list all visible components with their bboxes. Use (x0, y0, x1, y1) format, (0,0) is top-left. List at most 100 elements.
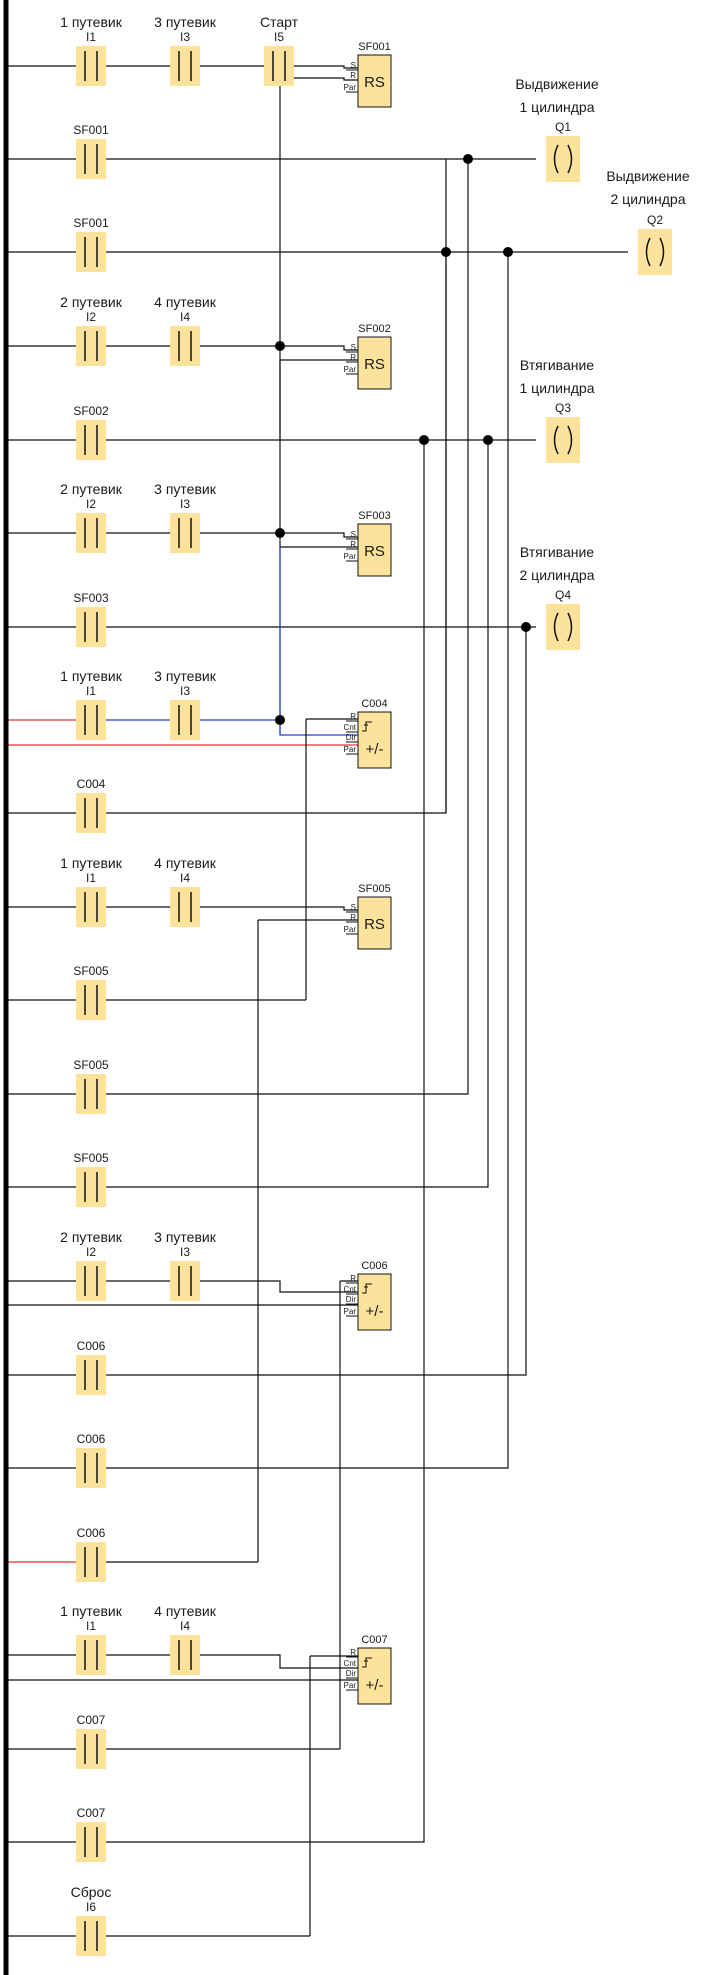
contact-label: 4 путевик (154, 1603, 217, 1619)
contact-c5[interactable]: SF001 (73, 216, 109, 272)
contact-c14[interactable]: C004 (76, 777, 106, 833)
contact-address: I2 (86, 1245, 96, 1259)
contact-box (76, 700, 106, 740)
contact-address: I4 (180, 310, 190, 324)
block-symbol: +/- (366, 741, 384, 758)
pin-label: Par (344, 83, 357, 92)
pin-label: Par (344, 365, 357, 374)
contact-c27[interactable]: C007 (76, 1713, 106, 1769)
contact-box (170, 1261, 200, 1301)
contact-address: SF005 (73, 1058, 109, 1072)
pin-label: R (350, 712, 356, 721)
contact-box (76, 326, 106, 366)
block-body (357, 54, 392, 108)
contact-c23[interactable]: C006 (76, 1432, 106, 1488)
coil-box (546, 604, 580, 650)
contact-c11[interactable]: SF003 (73, 591, 109, 647)
coil-label-line1: Втягивание (520, 357, 594, 373)
junction-dot (275, 341, 285, 351)
contact-address: I3 (180, 684, 190, 698)
contact-label: 2 путевик (60, 1229, 123, 1245)
contact-box (76, 1261, 106, 1301)
contact-address: SF005 (73, 964, 109, 978)
block-symbol: RS (364, 543, 385, 560)
contact-label: Старт (260, 14, 299, 30)
pin-label: R (350, 71, 356, 80)
contact-c17[interactable]: SF005 (73, 964, 109, 1020)
coil-right-arc (567, 612, 573, 642)
coil-label-line1: Выдвижение (606, 168, 690, 184)
contact-c4[interactable]: SF001 (73, 123, 109, 179)
pin-label: Dir (346, 1295, 357, 1304)
contact-label: 4 путевик (154, 294, 217, 310)
contact-address: C007 (77, 1806, 106, 1820)
edge-icon (362, 1657, 372, 1668)
contact-c22[interactable]: C006 (76, 1339, 106, 1395)
pin-label: Cnt (344, 723, 357, 732)
contact-box (76, 1822, 106, 1862)
junction-dot (503, 247, 513, 257)
contact-address: I4 (180, 1619, 190, 1633)
contact-c28[interactable]: C007 (76, 1806, 106, 1862)
coil-left-arc (553, 144, 559, 174)
contact-box (76, 1729, 106, 1769)
block-body (357, 711, 392, 769)
contact-c24[interactable]: C006 (76, 1526, 106, 1582)
contact-c18[interactable]: SF005 (73, 1058, 109, 1114)
junction-dot (521, 622, 531, 632)
coil-address: Q4 (555, 588, 571, 602)
pin-label: Cnt (344, 1659, 357, 1668)
pin-label: Par (344, 925, 357, 934)
contact-box (264, 46, 294, 86)
contact-box (76, 1074, 106, 1114)
block-symbol: +/- (366, 1303, 384, 1320)
block-body (357, 336, 392, 390)
coil-label-line2: 1 цилиндра (520, 380, 595, 396)
block-name: C004 (361, 698, 387, 710)
contact-address: I3 (180, 1245, 190, 1259)
contact-box (170, 326, 200, 366)
contact-box (76, 46, 106, 86)
block-symbol: RS (364, 74, 385, 91)
contact-address: I4 (180, 871, 190, 885)
wire (8, 440, 425, 1843)
contact-c8[interactable]: SF002 (73, 404, 109, 460)
contact-address: SF003 (73, 591, 109, 605)
junction-dot (275, 528, 285, 538)
block-name: SF005 (358, 883, 390, 895)
contact-box (76, 420, 106, 460)
block-name: C007 (361, 1634, 387, 1646)
contact-c19[interactable]: SF005 (73, 1151, 109, 1207)
coil-right-arc (567, 144, 573, 174)
contact-address: I3 (180, 30, 190, 44)
